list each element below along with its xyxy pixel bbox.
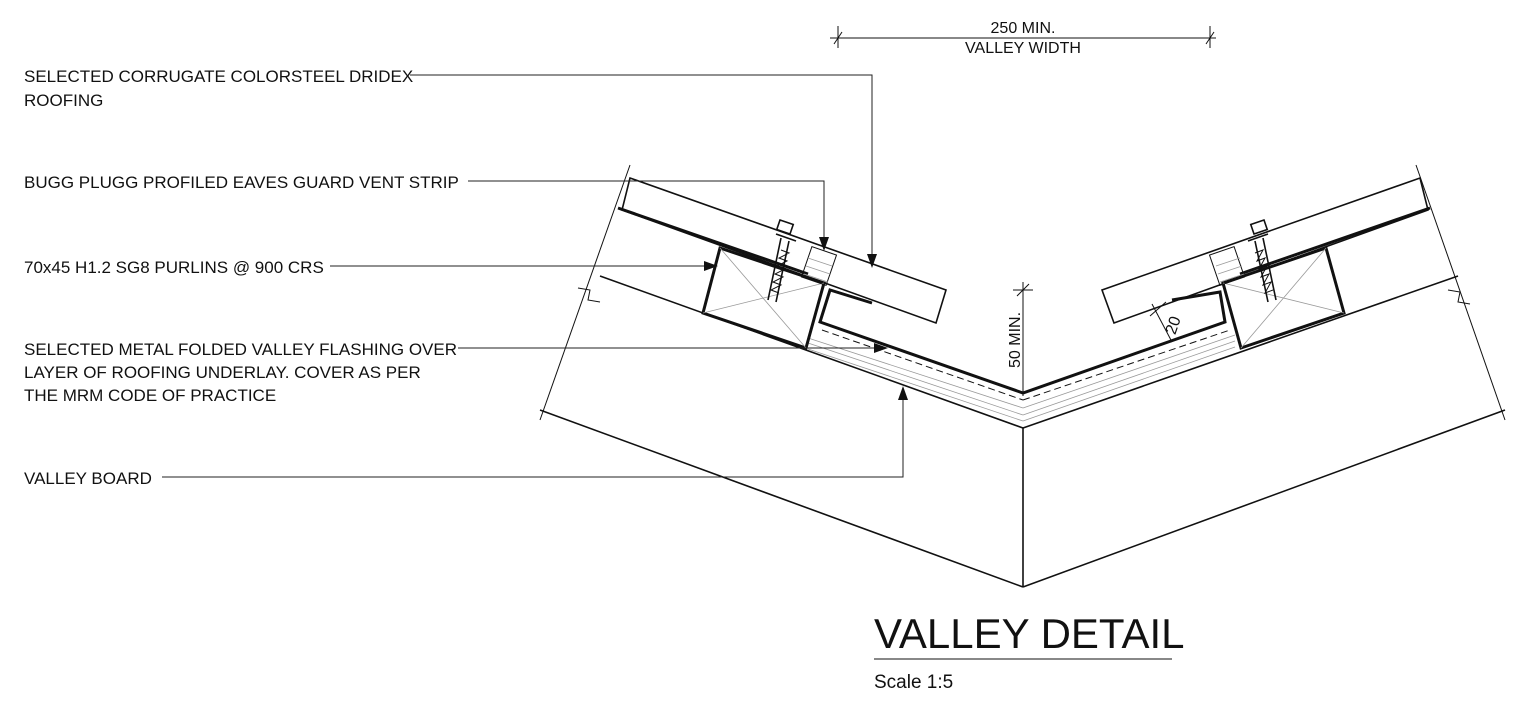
roofing-leader — [410, 74, 877, 268]
right-vent-strip — [1208, 246, 1246, 286]
vent-strip-leader — [468, 180, 829, 251]
purlins-leader — [330, 261, 718, 271]
right-screw — [1247, 218, 1277, 303]
rafter-outline — [539, 164, 1506, 588]
valley-flashing — [818, 288, 1231, 401]
flashing-label-line2: LAYER OF ROOFING UNDERLAY. COVER AS PER — [24, 363, 421, 382]
vent-strip-label: BUGG PLUGG PROFILED EAVES GUARD VENT STR… — [24, 173, 459, 192]
right-roofing-sheet — [1100, 176, 1429, 325]
roofing-label-line1: SELECTED CORRUGATE COLORSTEEL DRIDEX — [24, 67, 413, 86]
roofing-label-line2: ROOFING — [24, 91, 103, 110]
flashing-label-line1: SELECTED METAL FOLDED VALLEY FLASHING OV… — [24, 340, 457, 359]
left-screw — [767, 218, 797, 303]
drawing-scale: Scale 1:5 — [874, 672, 953, 693]
flashing-label-line3: THE MRM CODE OF PRACTICE — [24, 386, 276, 405]
valley-width-dimension: 250 MIN. VALLEY WIDTH — [830, 20, 1216, 57]
depth-dimension: 50 MIN. — [1007, 282, 1033, 396]
valley-width-label: VALLEY WIDTH — [965, 40, 1081, 57]
right-purlin — [1221, 246, 1346, 350]
depth-dimension-label: 50 MIN. — [1007, 312, 1024, 368]
left-roofing-sheet — [621, 176, 947, 325]
left-vent-strip — [800, 246, 838, 286]
valley-board — [599, 275, 1459, 429]
drawing-title: VALLEY DETAIL — [874, 610, 1185, 657]
valley-board-label: VALLEY BOARD — [24, 469, 152, 488]
purlins-label: 70x45 H1.2 SG8 PURLINS @ 900 CRS — [24, 258, 324, 277]
valley-width-value: 250 MIN. — [991, 20, 1056, 37]
offset-dimension: 20 — [1149, 301, 1185, 343]
flashing-leader — [458, 343, 888, 353]
valley-board-leader — [162, 386, 908, 478]
offset-dimension-label: 20 — [1163, 314, 1185, 336]
